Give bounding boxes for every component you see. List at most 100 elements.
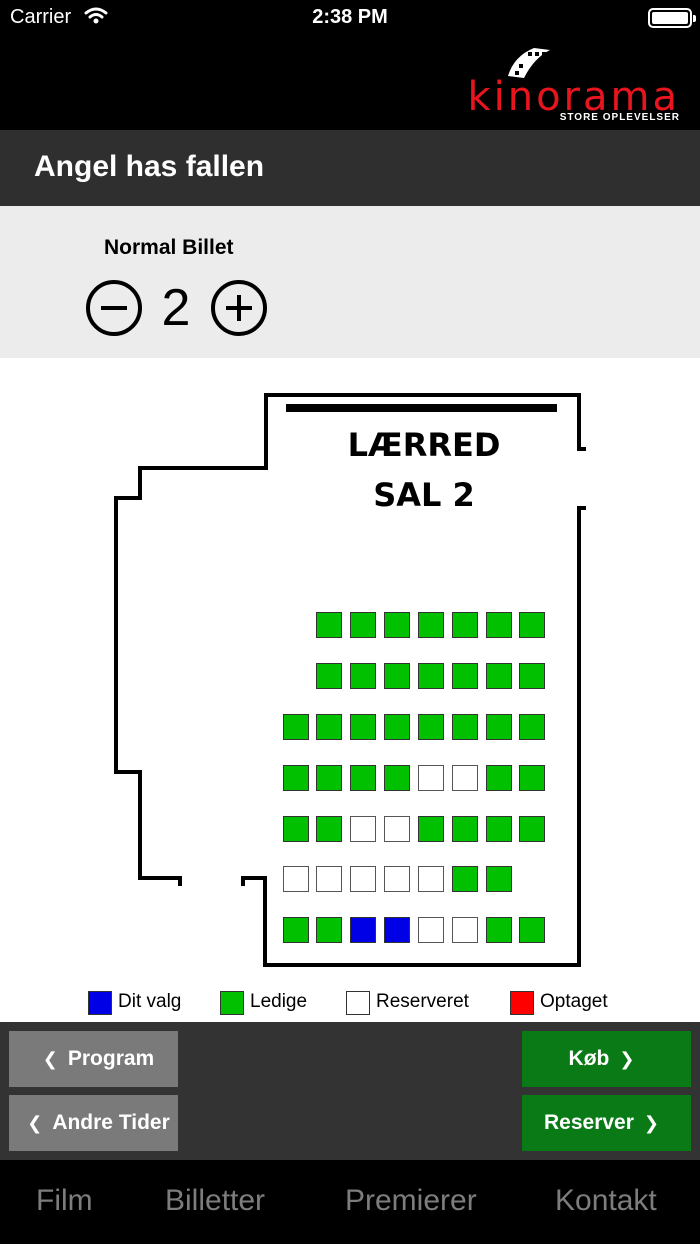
seat-map: LÆRRED SAL 2 Dit valg Ledige Reserveret … [0, 358, 700, 1022]
seat-6-5[interactable] [384, 866, 410, 892]
increase-quantity-button[interactable] [211, 280, 267, 336]
seat-2-3[interactable] [316, 663, 342, 689]
battery-icon [648, 8, 696, 28]
legend-label: Reserveret [376, 991, 469, 1012]
seat-1-7[interactable] [452, 612, 478, 638]
seat-3-8[interactable] [486, 714, 512, 740]
seat-1-6[interactable] [418, 612, 444, 638]
seat-5-3[interactable] [316, 816, 342, 842]
seat-6-7[interactable] [452, 866, 478, 892]
seat-7-9[interactable] [519, 917, 545, 943]
program-button[interactable]: ❮ Program [9, 1031, 178, 1087]
minus-icon [101, 306, 127, 310]
legend-swatch [346, 991, 370, 1015]
seat-6-3[interactable] [316, 866, 342, 892]
status-bar: Carrier 2:38 PM [0, 0, 700, 36]
legend-swatch [88, 991, 112, 1015]
seat-5-4[interactable] [350, 816, 376, 842]
seat-5-8[interactable] [486, 816, 512, 842]
seat-1-8[interactable] [486, 612, 512, 638]
buy-button-label: Køb [568, 1047, 610, 1070]
seat-2-9[interactable] [519, 663, 545, 689]
seat-4-5[interactable] [384, 765, 410, 791]
seat-3-4[interactable] [350, 714, 376, 740]
ticket-quantity: 2 [161, 279, 191, 337]
tab-kontakt[interactable]: Kontakt [555, 1184, 657, 1217]
hall-outline [114, 393, 586, 967]
hall-label: SAL 2 [373, 476, 475, 514]
movie-title-bar: Angel has fallen [0, 130, 700, 206]
seat-2-5[interactable] [384, 663, 410, 689]
seat-5-7[interactable] [452, 816, 478, 842]
seat-4-7[interactable] [452, 765, 478, 791]
logo-tagline: STORE OPLEVELSER [559, 112, 680, 123]
ticket-type-label: Normal Billet [104, 236, 234, 259]
other-times-button-label: Andre Tider [52, 1111, 170, 1134]
seat-3-6[interactable] [418, 714, 444, 740]
tab-bar: Film Billetter Premierer Kontakt [0, 1160, 700, 1244]
seat-5-9[interactable] [519, 816, 545, 842]
seat-3-7[interactable] [452, 714, 478, 740]
seat-3-3[interactable] [316, 714, 342, 740]
seat-6-2[interactable] [283, 866, 309, 892]
seat-1-5[interactable] [384, 612, 410, 638]
app-header: kinorama STORE OPLEVELSER [0, 36, 700, 130]
seat-7-6[interactable] [418, 917, 444, 943]
screen-label: LÆRRED [347, 426, 501, 464]
carrier-label: Carrier [10, 6, 72, 28]
seat-1-4[interactable] [350, 612, 376, 638]
legend-swatch [220, 991, 244, 1015]
other-times-button[interactable]: ❮ Andre Tider [9, 1095, 178, 1151]
seat-7-7[interactable] [452, 917, 478, 943]
seat-6-6[interactable] [418, 866, 444, 892]
seat-1-3[interactable] [316, 612, 342, 638]
seat-5-5[interactable] [384, 816, 410, 842]
seat-7-5[interactable] [384, 917, 410, 943]
seat-3-9[interactable] [519, 714, 545, 740]
seat-7-3[interactable] [316, 917, 342, 943]
seat-7-8[interactable] [486, 917, 512, 943]
seat-2-4[interactable] [350, 663, 376, 689]
logo-wordmark: kinorama [467, 74, 680, 120]
seat-2-6[interactable] [418, 663, 444, 689]
seat-5-6[interactable] [418, 816, 444, 842]
seat-4-3[interactable] [316, 765, 342, 791]
seat-5-2[interactable] [283, 816, 309, 842]
seat-7-2[interactable] [283, 917, 309, 943]
seat-6-4[interactable] [350, 866, 376, 892]
legend-label: Dit valg [118, 991, 182, 1012]
seat-3-2[interactable] [283, 714, 309, 740]
program-button-label: Program [67, 1047, 155, 1070]
seat-3-5[interactable] [384, 714, 410, 740]
chevron-right-icon: ❯ [619, 1048, 635, 1069]
legend-label: Ledige [250, 991, 308, 1012]
clock: 2:38 PM [312, 6, 388, 28]
seat-4-4[interactable] [350, 765, 376, 791]
seat-6-8[interactable] [486, 866, 512, 892]
decrease-quantity-button[interactable] [86, 280, 142, 336]
seat-4-6[interactable] [418, 765, 444, 791]
chevron-left-icon: ❮ [42, 1048, 58, 1069]
seat-7-4[interactable] [350, 917, 376, 943]
legend-label: Optaget [540, 991, 608, 1012]
reserve-button-label: Reserver [544, 1111, 634, 1134]
reserve-button[interactable]: Reserver ❯ [522, 1095, 691, 1151]
kinorama-logo: kinorama STORE OPLEVELSER [410, 46, 680, 126]
tab-premierer[interactable]: Premierer [345, 1184, 477, 1217]
seat-1-9[interactable] [519, 612, 545, 638]
seat-4-8[interactable] [486, 765, 512, 791]
chevron-left-icon: ❮ [27, 1112, 43, 1133]
buy-button[interactable]: Køb ❯ [522, 1031, 691, 1087]
wifi-icon [84, 7, 108, 30]
legend-swatch [510, 991, 534, 1015]
seat-4-2[interactable] [283, 765, 309, 791]
tab-billetter[interactable]: Billetter [165, 1184, 266, 1217]
film-strip-icon [508, 48, 550, 78]
seat-2-8[interactable] [486, 663, 512, 689]
tab-film[interactable]: Film [36, 1184, 93, 1217]
ticket-panel: Normal Billet 2 [0, 206, 700, 358]
chevron-right-icon: ❯ [643, 1112, 659, 1133]
seat-2-7[interactable] [452, 663, 478, 689]
movie-title: Angel has fallen [34, 150, 265, 183]
seat-4-9[interactable] [519, 765, 545, 791]
